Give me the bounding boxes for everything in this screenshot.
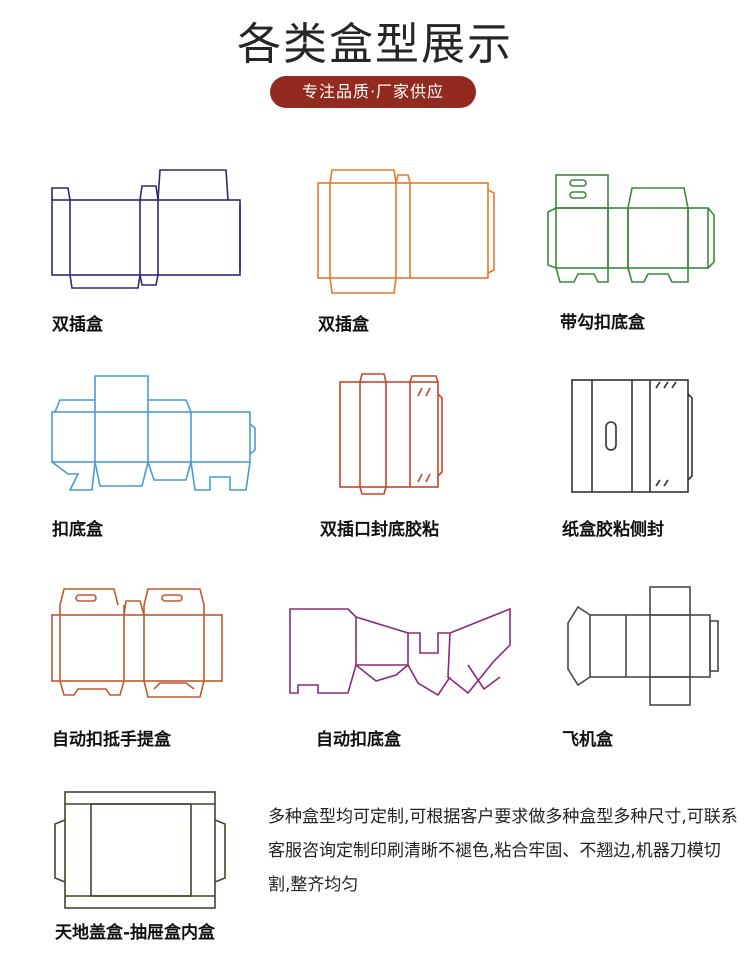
box-label-2: 双插盒 (318, 315, 369, 335)
box-diagram-1 (51, 169, 241, 289)
box-label-3: 带勾扣底盒 (560, 313, 645, 333)
box-label-1: 双插盒 (52, 315, 103, 335)
box-item-10: 天地盖盒-抽屉盒内盒 (54, 790, 255, 950)
box-label-4: 扣底盒 (52, 520, 103, 540)
description-text: 多种盒型均可定制,可根据客户要求做多种盒型多种尺寸,可联系客服咨询定制印刷清晰不… (268, 807, 738, 895)
box-label-8: 自动扣底盒 (316, 730, 401, 750)
box-diagram-6 (571, 379, 693, 493)
box-diagram-3 (547, 174, 715, 283)
box-diagram-10 (54, 791, 226, 909)
box-label-7: 自动扣抵手提盒 (52, 730, 171, 750)
box-diagram-7 (51, 588, 223, 698)
box-label-10: 天地盖盒-抽屉盒内盒 (55, 923, 216, 943)
box-diagram-9 (567, 586, 719, 706)
box-item-9: 飞机盒 (560, 585, 750, 755)
box-item-5: 双插口封底胶粘 (318, 372, 518, 542)
box-label-6: 纸盒胶粘侧封 (562, 520, 664, 540)
subtitle-badge: 专注品质·厂家供应 (270, 76, 476, 108)
box-diagram-2 (317, 169, 495, 294)
box-item-4: 扣底盒 (50, 372, 260, 542)
box-item-6: 纸盒胶粘侧封 (560, 372, 750, 542)
box-diagram-8 (289, 607, 511, 697)
box-item-7: 自动扣抵手提盒 (50, 585, 250, 755)
box-item-8: 自动扣底盒 (288, 605, 518, 755)
box-item-3: 带勾扣底盒 (547, 170, 748, 340)
box-diagram-5 (339, 373, 443, 495)
box-label-9: 飞机盒 (562, 730, 613, 750)
box-item-1: 双插盒 (50, 160, 250, 340)
box-diagram-4 (51, 375, 256, 491)
page-title: 各类盒型展示 (237, 19, 513, 70)
box-item-2: 双插盒 (310, 165, 510, 345)
box-label-5: 双插口封底胶粘 (320, 520, 439, 540)
